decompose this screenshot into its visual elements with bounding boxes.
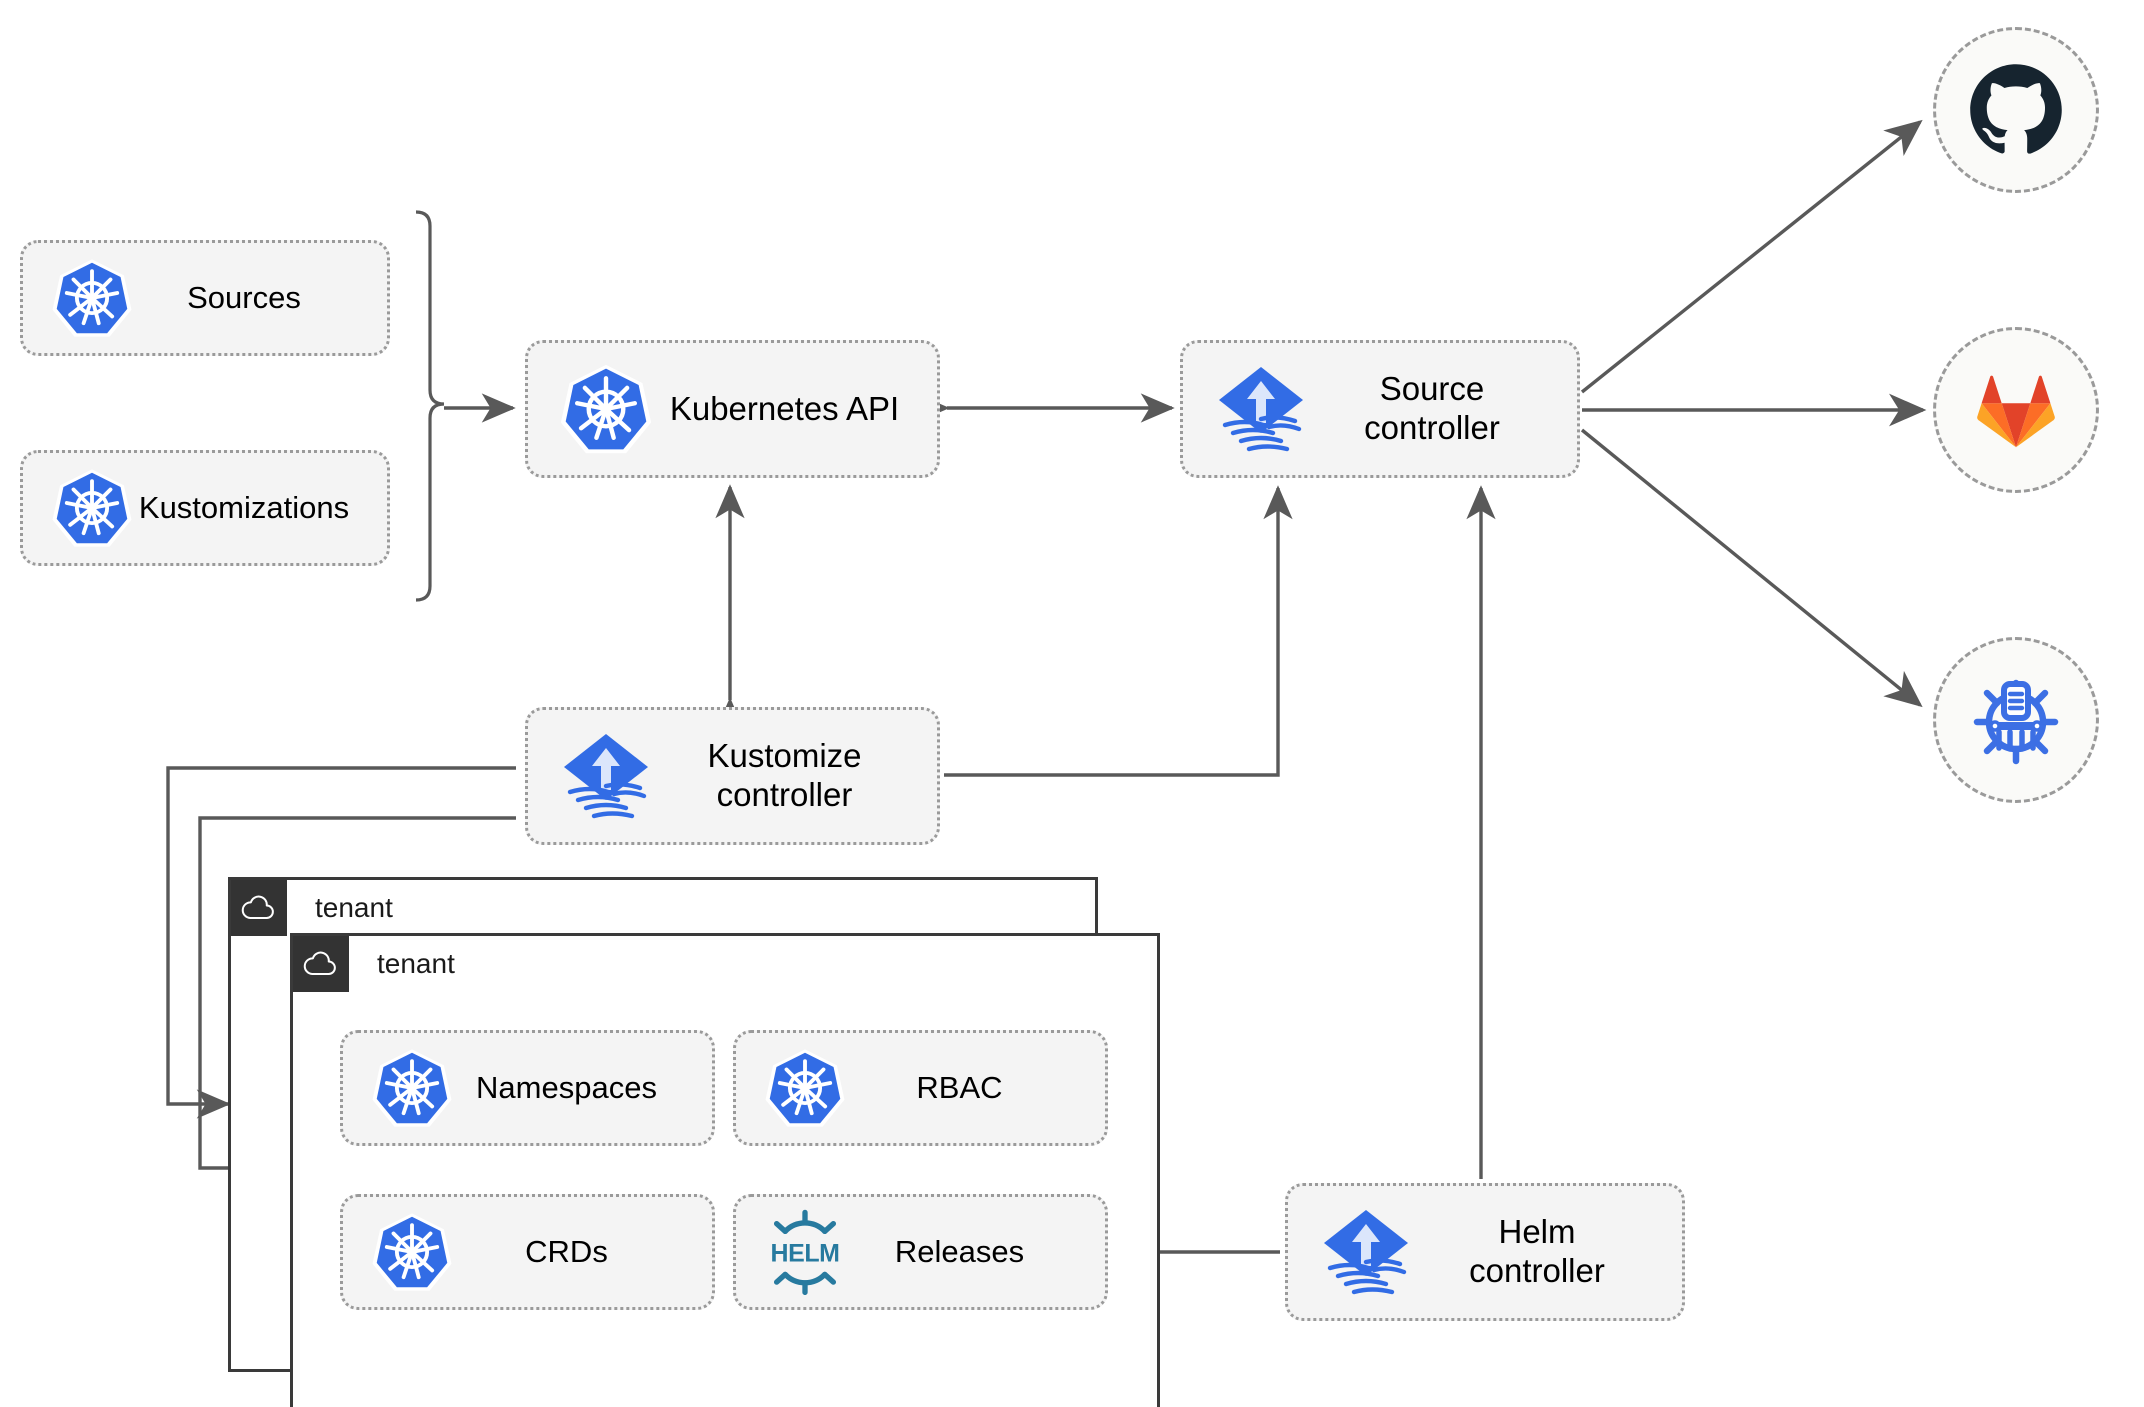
kubernetes-api-label: Kubernetes API <box>669 389 900 427</box>
kubernetes-icon <box>554 357 658 461</box>
flux-icon <box>1314 1200 1418 1304</box>
provider-gitlab[interactable] <box>1933 327 2099 493</box>
tenant-resource-rbac[interactable]: RBAC <box>733 1030 1108 1146</box>
tenant-label: tenant <box>377 948 455 979</box>
cloud-icon <box>293 936 349 992</box>
github-icon <box>1970 64 2062 154</box>
tenant-resource-label: Namespaces <box>476 1069 657 1105</box>
provider-helm-repository[interactable] <box>1933 637 2099 803</box>
resource-label: Sources <box>187 279 301 315</box>
resource-label: Kustomizations <box>138 489 350 525</box>
tenant-resource-label: CRDs <box>525 1233 608 1269</box>
kubernetes-icon <box>369 1045 455 1131</box>
tenant-header: tenant <box>231 880 393 936</box>
provider-github[interactable] <box>1933 27 2099 193</box>
source-controller-label: Source controller <box>1364 370 1500 446</box>
tenant-header: tenant <box>293 936 455 992</box>
source-controller-node[interactable]: Source controller <box>1180 340 1580 478</box>
tenant-resource-namespaces[interactable]: Namespaces <box>340 1030 715 1146</box>
helm-controller-node[interactable]: Helm controller <box>1285 1183 1685 1321</box>
flux-icon <box>1209 357 1313 461</box>
tenant-resource-label: RBAC <box>916 1069 1003 1105</box>
helm-icon: HELM <box>762 1209 848 1295</box>
tenant-label: tenant <box>315 892 393 923</box>
helm-repository-icon <box>1973 679 2059 765</box>
cloud-icon <box>231 880 287 936</box>
tenant-resource-crds[interactable]: CRDs <box>340 1194 715 1310</box>
helm-controller-label: Helm controller <box>1469 1213 1605 1289</box>
tenant-resource-label: Releases <box>894 1233 1025 1269</box>
kubernetes-api-node[interactable]: Kubernetes API <box>525 340 940 478</box>
flux-icon <box>554 724 658 828</box>
kubernetes-icon <box>369 1209 455 1295</box>
kubernetes-icon <box>49 255 135 341</box>
resource-kustomizations[interactable]: Kustomizations <box>20 450 390 566</box>
kubernetes-icon <box>49 465 135 551</box>
kubernetes-icon <box>762 1045 848 1131</box>
tenant-container-inner[interactable]: tenant <box>290 933 1160 1407</box>
resource-sources[interactable]: Sources <box>20 240 390 356</box>
tenant-resource-releases[interactable]: HELM Releases <box>733 1194 1108 1310</box>
kustomize-controller-node[interactable]: Kustomize controller <box>525 707 940 845</box>
svg-text:HELM: HELM <box>771 1239 840 1267</box>
gitlab-icon <box>1977 375 2055 448</box>
kustomize-controller-label: Kustomize controller <box>707 737 862 813</box>
